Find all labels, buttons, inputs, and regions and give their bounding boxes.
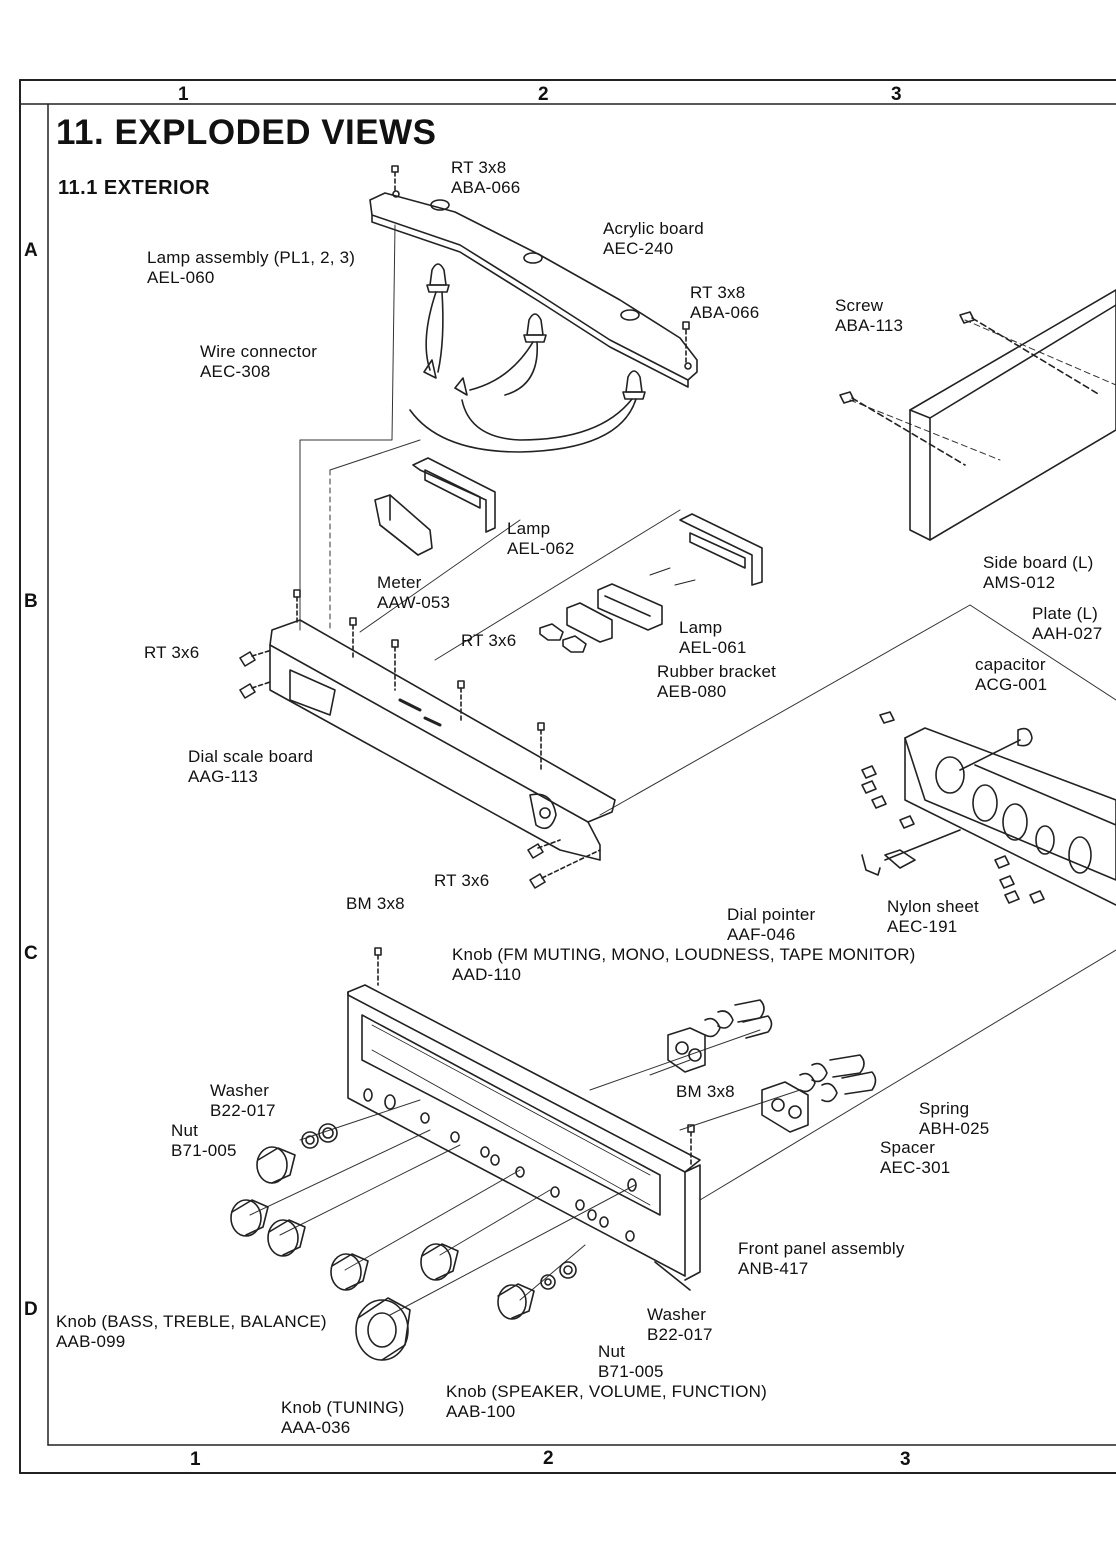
nylon-sheet-part: [861, 829, 961, 876]
washer-nut-left-part: [301, 1123, 338, 1149]
knobs: [230, 1123, 577, 1361]
knob-fm-part: [667, 999, 773, 1073]
grid-row-d: D: [24, 1299, 38, 1320]
grid-col-3-top: 3: [891, 84, 902, 105]
page-frame: [19, 79, 1116, 1474]
callout-lamp-assembly: Lamp assembly (PL1, 2, 3)AEL-060: [147, 248, 356, 287]
callout-knob-speaker: Knob (SPEAKER, VOLUME, FUNCTION)AAB-100: [446, 1382, 767, 1421]
dial-scale-board-part: [239, 589, 616, 889]
front-panel-part: [347, 947, 701, 1291]
grid-col-1-bottom: 1: [190, 1449, 201, 1470]
lamp-062-part: [412, 457, 496, 533]
knob-speaker-part: [497, 1261, 577, 1320]
callout-knob-bass: Knob (BASS, TREBLE, BALANCE)AAB-099: [56, 1312, 327, 1351]
knob-bass-treble-balance-part: [230, 1146, 459, 1291]
callout-plate: Plate (L)AAH-027: [1032, 604, 1103, 643]
side-board-part: [839, 289, 1116, 541]
lamp-061-part: [597, 513, 763, 631]
page-title: 11. EXPLODED VIEWS: [56, 113, 437, 152]
grid-row-a: A: [24, 240, 38, 261]
grid-col-2-top: 2: [538, 84, 549, 105]
grid-col-1-top: 1: [178, 84, 189, 105]
grid-col-2-bottom: 2: [543, 1448, 554, 1469]
callout-rt3x6-bottom: RT 3x6: [434, 871, 490, 890]
callout-side-board: Side board (L)AMS-012: [983, 553, 1094, 592]
lamp-assembly-part: [409, 263, 646, 453]
section-title: 11.1 EXTERIOR: [58, 177, 211, 199]
plate-part: [861, 711, 1116, 906]
spring-spacer-part: [761, 1054, 877, 1133]
meter-part: [374, 494, 433, 556]
rubber-bracket-part: [539, 602, 613, 653]
grid-row-b: B: [24, 591, 38, 612]
callout-rt3x6-mid: RT 3x6: [461, 631, 517, 650]
callout-bm3x8-mid: BM 3x8: [676, 1082, 735, 1101]
grid-row-c: C: [24, 943, 38, 964]
callout-rt3x6-left: RT 3x6: [144, 643, 200, 662]
grid-col-3-bottom: 3: [900, 1449, 911, 1470]
acrylic-board-part: [369, 165, 698, 388]
leader-lines: [249, 224, 1116, 1316]
callout-bm3x8-top: BM 3x8: [346, 894, 405, 913]
callout-knob-tuning: Knob (TUNING)AAA-036: [281, 1398, 405, 1437]
knob-tuning-part: [355, 1297, 411, 1361]
callout-knob-fm: Knob (FM MUTING, MONO, LOUDNESS, TAPE MO…: [452, 945, 916, 984]
